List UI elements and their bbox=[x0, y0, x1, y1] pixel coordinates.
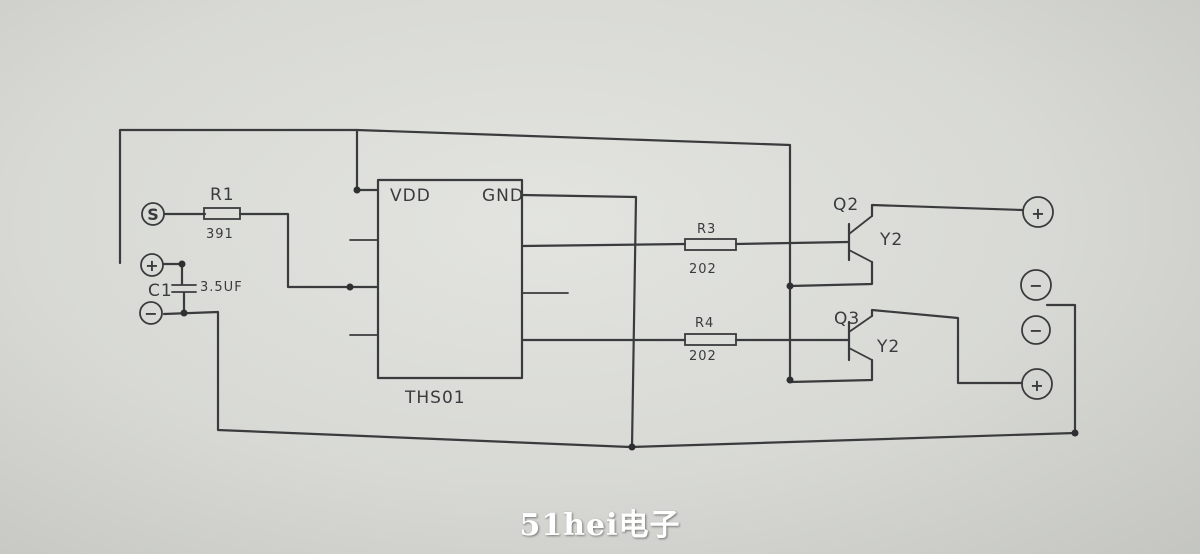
terminal-input-plus bbox=[140, 253, 164, 277]
r3-value: 202 bbox=[689, 262, 717, 277]
junction-dot bbox=[786, 376, 794, 384]
terminal-out-minus-a bbox=[1020, 269, 1052, 301]
c1-ref: C1 bbox=[148, 281, 173, 301]
ic-name: THS01 bbox=[404, 388, 466, 408]
resistor-r3 bbox=[684, 238, 737, 251]
wire-ic-out1 bbox=[520, 242, 687, 248]
junction-dot bbox=[346, 283, 354, 291]
wire-vdd bbox=[355, 128, 380, 192]
junction-dot bbox=[1071, 429, 1079, 437]
wire-ground-bus bbox=[630, 303, 1077, 449]
c1-value: 3.5UF bbox=[200, 280, 243, 295]
terminal-out-minus-b-label: − bbox=[1029, 321, 1042, 340]
wire-q2-emitter bbox=[788, 260, 874, 288]
r4-value: 202 bbox=[689, 349, 717, 364]
q3-ref: Q3 bbox=[834, 309, 860, 329]
wire-input-minus bbox=[162, 310, 632, 449]
r4-ref: R4 bbox=[695, 316, 714, 331]
junction-dot bbox=[180, 309, 188, 317]
resistor-r1 bbox=[203, 207, 241, 220]
terminal-out1-plus bbox=[1022, 196, 1054, 228]
r3-ref: R3 bbox=[697, 222, 716, 237]
watermark: 51hei电子 bbox=[519, 508, 681, 543]
wire-q3-emitter bbox=[788, 358, 874, 384]
terminal-input-plus-label: + bbox=[145, 256, 158, 275]
ic-pin-gnd-label: GND bbox=[482, 186, 524, 206]
q3-collector bbox=[848, 315, 873, 333]
terminal-out2-plus bbox=[1021, 368, 1053, 400]
junction-dot bbox=[178, 260, 186, 268]
ic-pin-vdd-label: VDD bbox=[390, 186, 431, 206]
terminal-input-minus bbox=[139, 301, 163, 325]
terminal-out-minus-a-label: − bbox=[1029, 276, 1042, 295]
r1-value: 391 bbox=[206, 227, 234, 242]
junction-dot bbox=[786, 282, 794, 290]
wire-q2-collector bbox=[870, 203, 1024, 218]
wire-q3-collector bbox=[870, 308, 1024, 385]
junction-dot bbox=[628, 443, 636, 451]
terminal-out2-plus-label: + bbox=[1030, 376, 1043, 395]
wire-r3-out bbox=[734, 240, 850, 246]
q2-type: Y2 bbox=[879, 230, 903, 250]
terminal-out1-plus-label: + bbox=[1031, 204, 1044, 223]
q2-collector bbox=[848, 215, 873, 235]
terminal-out-minus-b bbox=[1021, 315, 1051, 345]
terminal-signal bbox=[141, 202, 165, 226]
wire-r1-out bbox=[238, 212, 380, 289]
wire-top-rail bbox=[118, 128, 792, 382]
q2-emitter bbox=[848, 249, 873, 263]
ic-body bbox=[376, 178, 524, 380]
terminal-input-minus-label: − bbox=[144, 304, 157, 323]
wire-gnd bbox=[520, 193, 638, 449]
resistor-r4 bbox=[684, 333, 737, 346]
q3-type: Y2 bbox=[876, 337, 900, 357]
junction-dot bbox=[353, 186, 361, 194]
q3-emitter bbox=[848, 347, 873, 361]
r1-ref: R1 bbox=[210, 185, 235, 205]
q2-ref: Q2 bbox=[833, 195, 859, 215]
terminal-signal-label: S bbox=[147, 205, 159, 224]
